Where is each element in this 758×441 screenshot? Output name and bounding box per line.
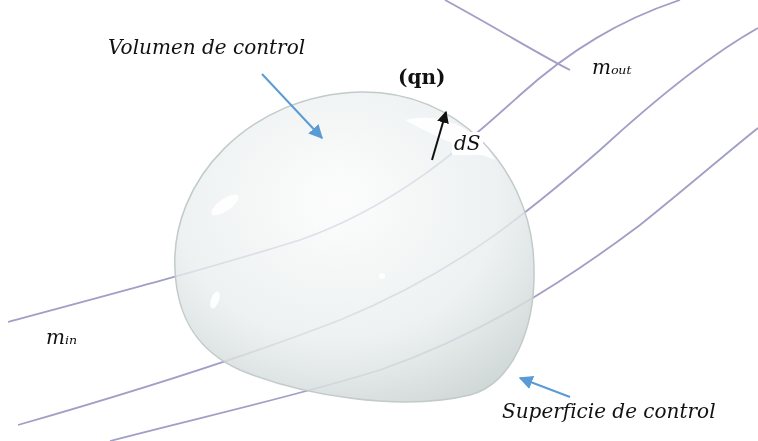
label: Volumen de control [106, 36, 307, 59]
label: Superficie de control [500, 400, 718, 423]
control-volume-dome [175, 92, 534, 402]
label: dS [452, 132, 483, 155]
dome-highlights [208, 117, 522, 384]
streamline [445, 0, 570, 70]
leader-arrow [262, 74, 322, 138]
leader-arrow [520, 378, 570, 397]
label: mᵢₙ [44, 326, 79, 349]
label: mₒᵤₜ [590, 56, 634, 79]
normal-vector [432, 112, 446, 160]
label: (qn) [396, 66, 447, 89]
streamlines [8, 0, 758, 441]
streamline [18, 28, 758, 425]
